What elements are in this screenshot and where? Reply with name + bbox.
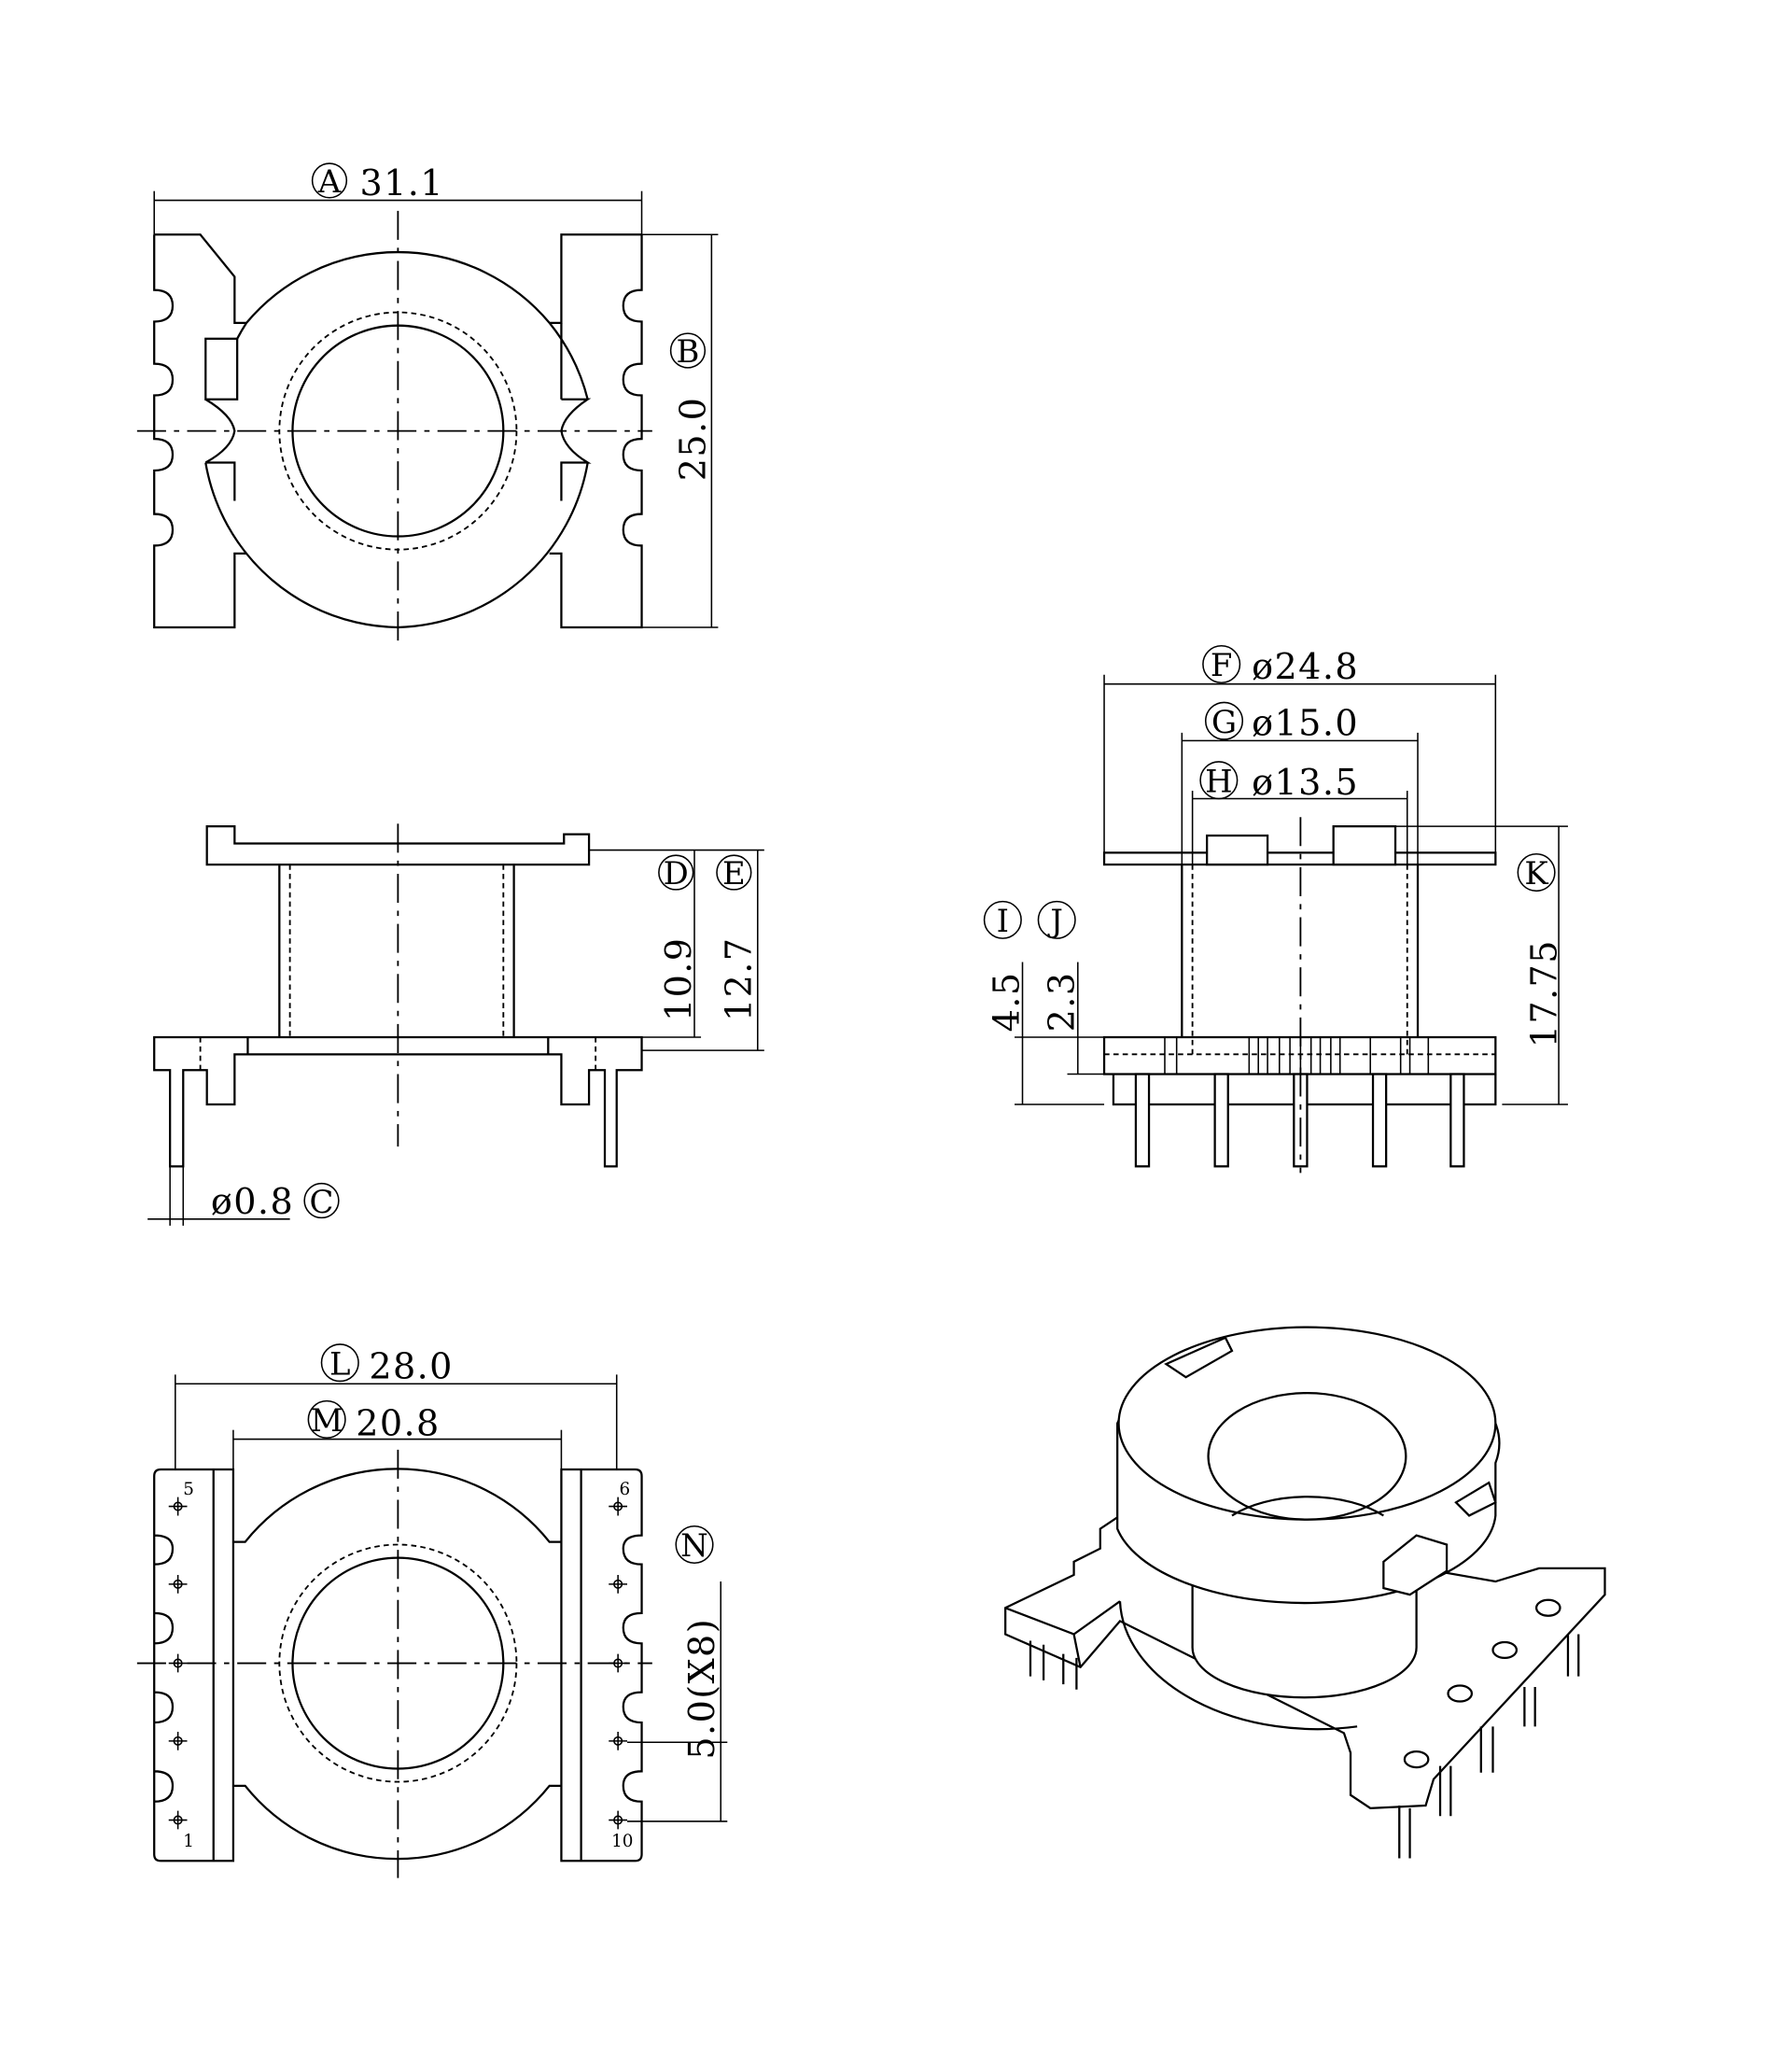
- callout-letter-i: I: [997, 903, 1009, 939]
- callout-letter-l: L: [329, 1345, 351, 1382]
- dimension-value-g: ø15.0: [1252, 703, 1359, 744]
- callout-letter-b: B: [676, 333, 699, 370]
- dimension-value-k: 17.75: [1523, 939, 1564, 1047]
- top-view: A 31.1 B 25.0: [136, 162, 719, 646]
- dimension-value-i: 4.5: [986, 972, 1027, 1033]
- callout-letter-f: F: [1211, 647, 1233, 683]
- dimension-value-j: 2.3: [1042, 972, 1083, 1033]
- pin-label-6: 6: [620, 1480, 631, 1499]
- dimension-value-c: ø0.8: [211, 1181, 294, 1222]
- dimension-value-d: 10.9: [658, 937, 699, 1022]
- callout-letter-e: E: [722, 855, 746, 892]
- bottom-view: L 28.0 M 20.8 5 1 6 10 N 5.0(X8): [136, 1343, 728, 1878]
- callout-letter-k: K: [1524, 855, 1548, 892]
- callout-letter-a: A: [317, 163, 342, 200]
- dimension-value-l: 28.0: [369, 1346, 454, 1387]
- pin-label-5: 5: [183, 1480, 194, 1499]
- dimension-value-a: 31.1: [359, 162, 444, 204]
- dimension-value-e: 12.7: [719, 937, 760, 1022]
- callout-letter-m: M: [311, 1402, 343, 1439]
- callout-letter-n: N: [680, 1527, 708, 1564]
- callout-letter-d: D: [664, 855, 689, 892]
- dimension-value-h: ø13.5: [1252, 762, 1359, 803]
- pins: [1134, 1073, 1465, 1168]
- callout-letter-c: C: [310, 1184, 334, 1220]
- callout-letter-g: G: [1211, 704, 1237, 740]
- dimension-value-m: 20.8: [356, 1402, 441, 1443]
- dimension-value-b: 25.0: [672, 397, 713, 482]
- dimension-value-f: ø24.8: [1252, 646, 1359, 687]
- isometric-view: [1004, 1326, 1606, 1859]
- side-view: D 10.9 E 12.7 ø0.8 C: [147, 823, 764, 1226]
- dimension-value-n: 5.0(X8): [681, 1618, 722, 1760]
- front-view: F ø24.8 G ø15.0 H ø13.5: [983, 644, 1568, 1174]
- callout-letter-h: H: [1205, 763, 1233, 799]
- callout-letter-j: J: [1047, 903, 1063, 939]
- pin-label-10: 10: [611, 1832, 633, 1851]
- pin-holes: [168, 1497, 628, 1830]
- callout-circle-a: [311, 162, 348, 199]
- pin-label-1: 1: [183, 1832, 194, 1851]
